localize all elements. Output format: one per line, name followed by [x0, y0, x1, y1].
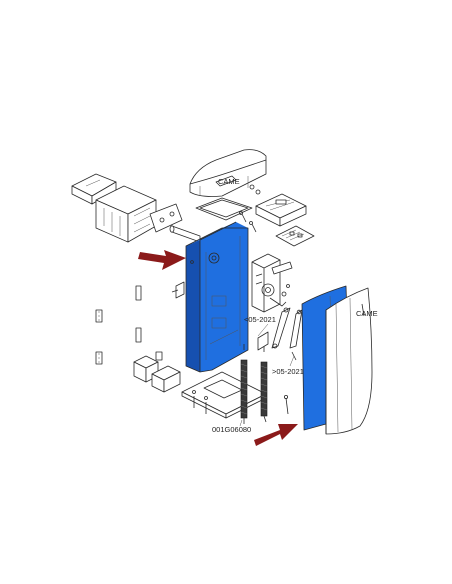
side-small-parts	[95, 281, 185, 365]
control-board-box[interactable]	[255, 193, 315, 247]
capacitor-block[interactable]	[151, 365, 181, 393]
anchor-base-plate[interactable]	[181, 371, 267, 419]
leader-line-before	[257, 323, 269, 337]
rev-after-label: >05-2021	[272, 367, 304, 376]
barrier-cabinet-highlighted[interactable]	[185, 221, 249, 373]
lid-screws	[239, 211, 257, 233]
balancing-springs[interactable]	[240, 340, 268, 424]
arrow-right-icon	[254, 424, 298, 446]
lid-gasket[interactable]	[195, 197, 253, 221]
rev-before-label: <05-2021	[244, 315, 276, 324]
top-cover[interactable]: CAME	[189, 149, 267, 197]
arm-support-assembly[interactable]	[71, 173, 201, 243]
outer-casing[interactable]: CAME	[325, 287, 378, 435]
leader-line-after	[289, 355, 295, 367]
linkage-levers[interactable]	[257, 307, 303, 361]
gearmotor-assembly[interactable]	[251, 253, 293, 313]
svg-text:CAME: CAME	[218, 177, 240, 186]
hinge-bolt	[283, 394, 289, 415]
leader-line-code	[239, 419, 243, 427]
svg-text:CAME: CAME	[356, 309, 378, 318]
arrow-right-icon	[138, 250, 186, 270]
part-code-label: 001G06080	[212, 425, 251, 434]
